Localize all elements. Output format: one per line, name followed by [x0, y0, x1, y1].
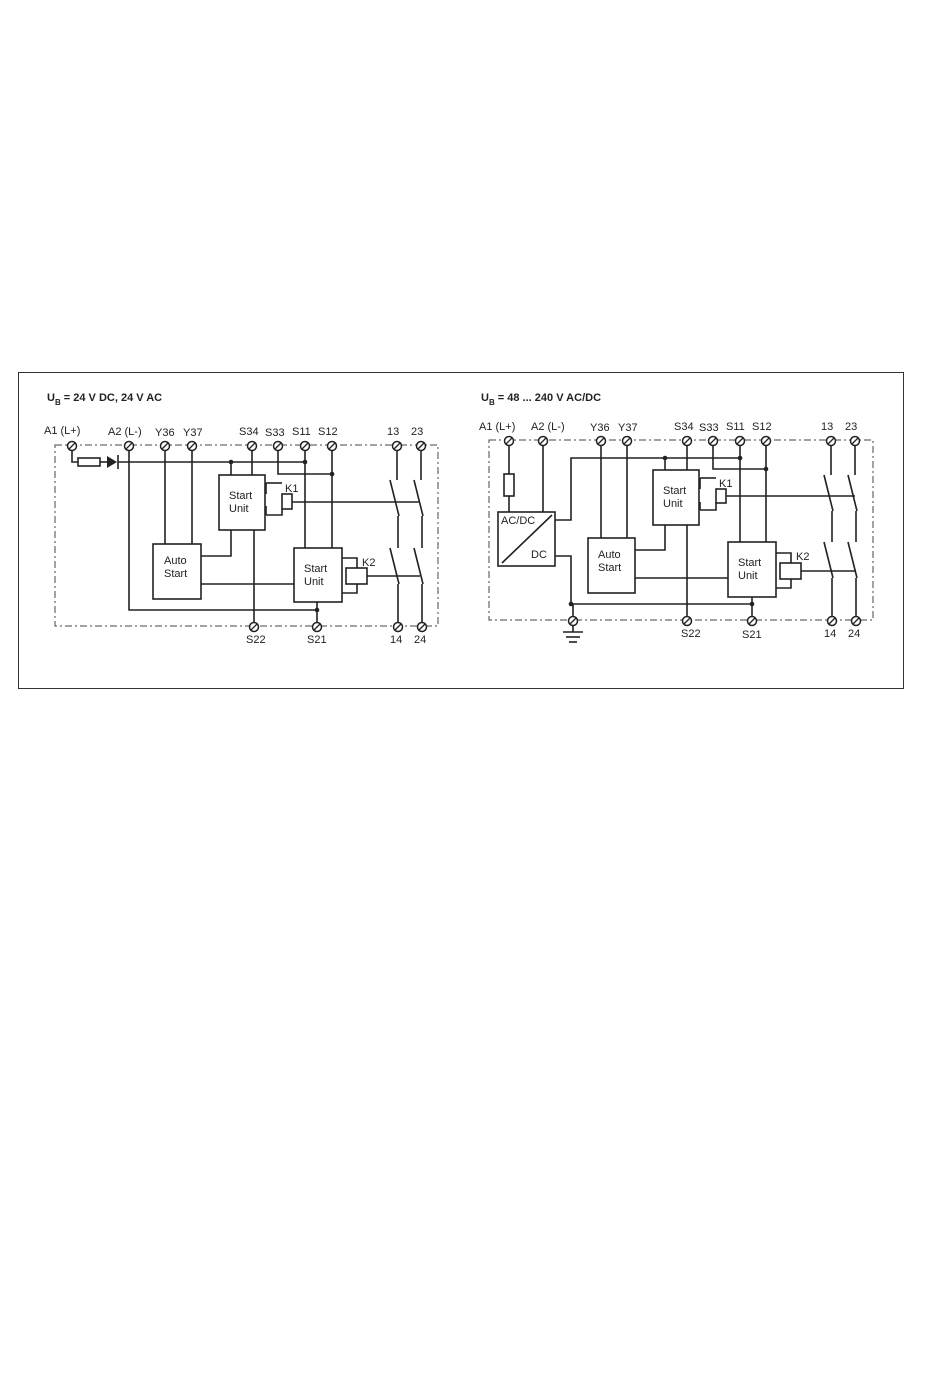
start-unit-2-block: [294, 548, 342, 602]
terminal-label-s33: S33: [265, 427, 285, 439]
auto-start-label-line2: Start: [164, 568, 187, 580]
terminal-label-13: 13: [821, 421, 833, 433]
terminal-14-icon: [828, 617, 837, 626]
auto-start-label-line1: Auto: [164, 555, 187, 567]
terminal-y36-icon: [597, 437, 606, 446]
terminal-s21-icon: [748, 617, 757, 626]
terminal-s33-icon: [274, 442, 283, 451]
terminal-label-13: 13: [387, 426, 399, 438]
terminal-a1-icon: [68, 442, 77, 451]
k2-label: K2: [796, 551, 809, 563]
terminal-label-s34: S34: [239, 426, 259, 438]
terminal-s12-icon: [328, 442, 337, 451]
terminal-y36-icon: [161, 442, 170, 451]
k2-coil: [346, 568, 367, 584]
k1-coil: [716, 489, 726, 503]
diagram-2-title: UB = 48 ... 240 V AC/DC: [481, 392, 601, 407]
terminal-24-icon: [418, 623, 427, 632]
auto-start-label-line2: Start: [598, 562, 621, 574]
diagram-1-enclosure: [55, 445, 438, 626]
terminal-label-24: 24: [414, 634, 426, 646]
terminal-label-s21: S21: [307, 634, 327, 646]
auto-start-label-line1: Auto: [598, 549, 621, 561]
start-unit-2-label-line1: Start: [738, 557, 761, 569]
terminal-24-icon: [852, 617, 861, 626]
terminal-label-s11: S11: [726, 421, 745, 433]
terminal-label-s21: S21: [742, 629, 762, 641]
terminal-a2-icon: [125, 442, 134, 451]
terminal-label-s12: S12: [318, 426, 338, 438]
terminal-s12-icon: [762, 437, 771, 446]
terminal-label-a1: A1 (L+): [44, 425, 80, 437]
terminal-s11-icon: [301, 442, 310, 451]
diagram-1-wiring: [72, 446, 423, 627]
start-unit-1-label-line1: Start: [663, 485, 686, 497]
start-unit-2-label-line2: Unit: [304, 576, 324, 588]
diagram-2: UB = 48 ... 240 V AC/DC A1 (L+) A2 (L-) …: [479, 392, 873, 642]
terminal-y37-icon: [623, 437, 632, 446]
terminal-label-s22: S22: [681, 628, 701, 640]
terminal-s33-icon: [709, 437, 718, 446]
terminal-s34-icon: [683, 437, 692, 446]
terminal-a1-icon: [505, 437, 514, 446]
start-unit-2-label-line1: Start: [304, 563, 327, 575]
converter-label-in: AC/DC: [501, 515, 535, 527]
terminal-13-icon: [827, 437, 836, 446]
terminal-s11-icon: [736, 437, 745, 446]
start-unit-1-label-line2: Unit: [663, 498, 683, 510]
converter-label-out: DC: [531, 549, 547, 561]
terminal-label-y37: Y37: [183, 427, 203, 439]
terminal-13-icon: [393, 442, 402, 451]
terminal-label-14: 14: [824, 628, 836, 640]
figure-frame: [19, 373, 904, 689]
terminal-label-a2: A2 (L-): [531, 421, 565, 433]
terminal-ground-icon: [569, 617, 578, 626]
terminal-a2-icon: [539, 437, 548, 446]
terminal-y37-icon: [188, 442, 197, 451]
terminal-label-23: 23: [411, 426, 423, 438]
k1-label: K1: [719, 478, 732, 490]
terminal-label-s34: S34: [674, 421, 694, 433]
terminal-s21-icon: [313, 623, 322, 632]
terminal-label-y36: Y36: [590, 422, 610, 434]
diagram-1-title: UB = 24 V DC, 24 V AC: [47, 392, 162, 407]
terminal-23-icon: [417, 442, 426, 451]
terminal-label-y36: Y36: [155, 427, 175, 439]
terminal-s22-icon: [250, 623, 259, 632]
diagram-1: UB = 24 V DC, 24 V AC A1 (L+) A2 (L-) Y3…: [44, 392, 438, 646]
terminal-14-icon: [394, 623, 403, 632]
terminal-label-a1: A1 (L+): [479, 421, 515, 433]
terminal-label-24: 24: [848, 628, 860, 640]
k2-label: K2: [362, 557, 375, 569]
terminal-label-s11: S11: [292, 426, 311, 438]
terminal-label-a2: A2 (L-): [108, 426, 142, 438]
terminal-label-23: 23: [845, 421, 857, 433]
k2-coil: [780, 563, 801, 579]
terminal-label-14: 14: [390, 634, 402, 646]
k1-label: K1: [285, 483, 298, 495]
k1-coil: [282, 494, 292, 509]
terminal-23-icon: [851, 437, 860, 446]
terminal-s34-icon: [248, 442, 257, 451]
start-unit-1-label-line2: Unit: [229, 503, 249, 515]
start-unit-2-label-line2: Unit: [738, 570, 758, 582]
start-unit-1-label-line1: Start: [229, 490, 252, 502]
terminal-label-s33: S33: [699, 422, 719, 434]
terminal-label-y37: Y37: [618, 422, 638, 434]
terminal-label-s22: S22: [246, 634, 266, 646]
terminal-label-s12: S12: [752, 421, 772, 433]
terminal-s22-icon: [683, 617, 692, 626]
